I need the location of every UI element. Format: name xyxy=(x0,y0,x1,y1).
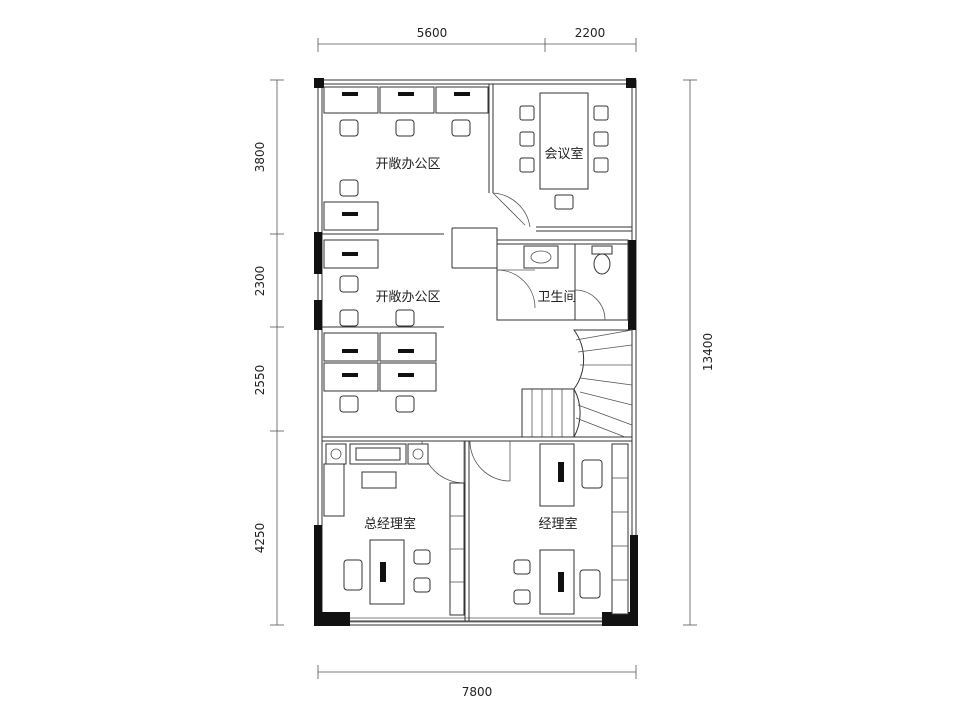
desk-chair xyxy=(339,395,359,413)
label-open-office-2: 开敞办公区 xyxy=(375,289,440,305)
dim-top-2200: 2200 xyxy=(575,26,606,40)
desk-chair xyxy=(339,179,359,197)
desk-chair xyxy=(451,119,471,137)
meeting-chair xyxy=(554,194,574,210)
manager-chair xyxy=(581,459,603,489)
label-gm-office: 总经理室 xyxy=(364,516,416,532)
toilet-fixtures xyxy=(523,245,613,275)
meeting-chair xyxy=(593,157,609,173)
dimension-top: 5600 2200 xyxy=(317,26,637,52)
gm-office-furniture xyxy=(323,443,465,616)
gm-chair xyxy=(343,559,363,591)
desk xyxy=(379,332,437,362)
label-meeting-room: 会议室 xyxy=(544,146,583,162)
guest-chair xyxy=(413,577,431,593)
guest-chair xyxy=(513,559,531,575)
manager-chair xyxy=(579,569,601,599)
meeting-chair xyxy=(519,131,535,147)
desk-chair xyxy=(339,275,359,293)
dimension-left: 3800 2300 2550 4250 xyxy=(253,79,284,626)
dim-left-2300: 2300 xyxy=(253,266,267,297)
meeting-chair xyxy=(593,105,609,121)
open-office-1-desks xyxy=(323,86,489,231)
desk-chair xyxy=(339,309,359,327)
desk xyxy=(435,86,489,114)
coffee-table xyxy=(361,471,397,489)
desk-chair xyxy=(395,309,415,327)
dim-left-4250: 4250 xyxy=(253,523,267,554)
dim-left-2550: 2550 xyxy=(253,365,267,396)
sink xyxy=(523,245,559,269)
manager-desk xyxy=(539,549,575,615)
meeting-chair xyxy=(519,157,535,173)
column-bottom-right xyxy=(630,535,638,625)
manager-office-furniture xyxy=(513,443,629,615)
desk xyxy=(323,332,379,362)
column-mid-left-2 xyxy=(314,300,322,330)
desk-chair xyxy=(395,395,415,413)
dim-right-13400: 13400 xyxy=(701,333,715,371)
column-bl-corner xyxy=(314,612,350,626)
doors xyxy=(421,192,606,484)
column-bottom-left xyxy=(314,525,322,625)
toilet-tank xyxy=(591,245,613,255)
interior-walls xyxy=(322,84,632,621)
column-mid-right xyxy=(628,240,636,330)
meeting-chair xyxy=(519,105,535,121)
staircase xyxy=(521,329,633,438)
dim-bottom-7800: 7800 xyxy=(462,685,493,699)
bookshelf xyxy=(611,443,629,615)
meeting-table-group xyxy=(519,92,609,210)
label-toilet: 卫生间 xyxy=(537,290,576,305)
desk-chair xyxy=(339,119,359,137)
guest-chair xyxy=(413,549,431,565)
column-top-right xyxy=(626,78,636,88)
label-open-office-1: 开敞办公区 xyxy=(375,156,440,172)
gm-desk xyxy=(369,539,405,605)
meeting-chair xyxy=(593,131,609,147)
side-table xyxy=(407,443,429,465)
label-manager-office: 经理室 xyxy=(538,516,577,532)
meeting-table xyxy=(539,92,589,190)
outer-walls xyxy=(314,78,638,626)
dimension-right: 13400 xyxy=(683,79,715,626)
dim-left-3800: 3800 xyxy=(253,142,267,173)
open-office-2-desks xyxy=(323,239,437,413)
desk xyxy=(379,362,437,392)
column-br-corner xyxy=(602,612,638,626)
desk-chair xyxy=(395,119,415,137)
column-top-left xyxy=(314,78,324,88)
guest-chair xyxy=(513,589,531,605)
desk xyxy=(379,86,435,114)
side-table xyxy=(325,443,347,465)
column-mid-left xyxy=(314,232,322,274)
desk xyxy=(323,86,379,114)
dimension-bottom: 7800 xyxy=(317,665,637,699)
room-labels: 开敞办公区 会议室 开敞办公区 卫生间 总经理室 经理室 xyxy=(364,146,584,532)
sofa-side xyxy=(323,463,345,517)
toilet-bowl xyxy=(593,253,611,275)
manager-desk xyxy=(539,443,575,507)
dim-top-5600: 5600 xyxy=(417,26,448,40)
